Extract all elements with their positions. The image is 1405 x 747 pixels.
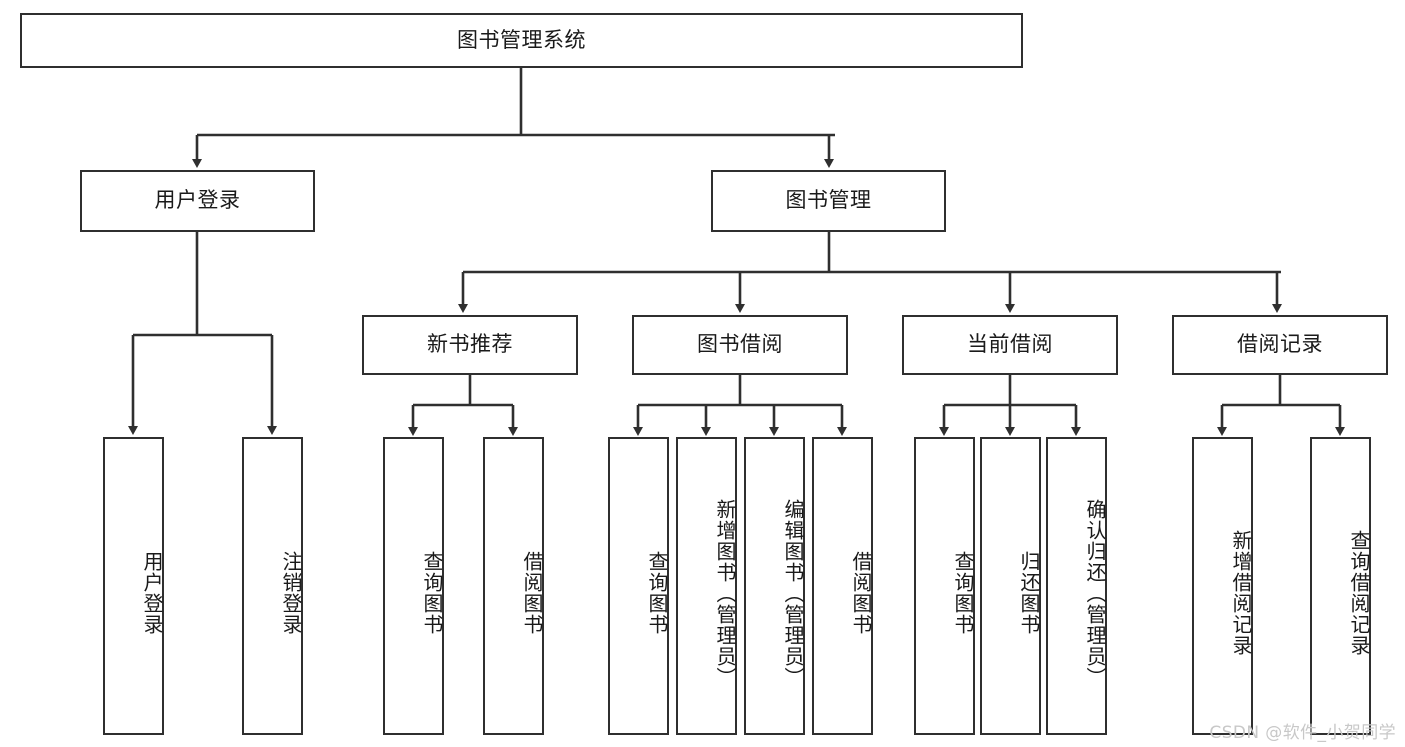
node-user-login[interactable]: 用户登录	[80, 170, 315, 232]
node-label: 确认归还（管理员）	[1083, 498, 1107, 688]
leaf-borrow-query-book[interactable]: 查询图书	[608, 437, 669, 735]
node-label: 用户登录	[154, 188, 241, 213]
node-label: 借阅图书	[520, 551, 544, 635]
node-label: 编辑图书（管理员）	[781, 498, 805, 688]
node-label: 注销登录	[279, 551, 303, 635]
leaf-current-return-book[interactable]: 归还图书	[980, 437, 1041, 735]
node-label: 查询借阅记录	[1347, 530, 1371, 656]
leaf-borrow-add-book-admin[interactable]: 新增图书（管理员）	[676, 437, 737, 735]
node-label: 借阅图书	[849, 551, 873, 635]
node-label: 借阅记录	[1237, 332, 1323, 357]
node-label: 图书管理系统	[457, 27, 586, 52]
leaf-user-login-logout[interactable]: 注销登录	[242, 437, 303, 735]
node-label: 当前借阅	[967, 332, 1053, 357]
leaf-new-book-query[interactable]: 查询图书	[383, 437, 444, 735]
node-label: 图书管理	[785, 188, 872, 213]
node-label: 归还图书	[1017, 551, 1041, 635]
leaf-new-book-borrow[interactable]: 借阅图书	[483, 437, 544, 735]
node-root-system[interactable]: 图书管理系统	[20, 13, 1023, 68]
leaf-current-query-book[interactable]: 查询图书	[914, 437, 975, 735]
node-label: 图书借阅	[697, 332, 783, 357]
csdn-watermark: CSDN @软件_小贺同学	[1209, 723, 1396, 743]
node-label: 查询图书	[645, 551, 669, 635]
leaf-user-login-login[interactable]: 用户登录	[103, 437, 164, 735]
node-label: 新增图书（管理员）	[713, 498, 737, 688]
node-label: 查询图书	[951, 551, 975, 635]
node-new-book-recommend[interactable]: 新书推荐	[362, 315, 578, 375]
leaf-borrow-borrow-book[interactable]: 借阅图书	[812, 437, 873, 735]
node-label: 用户登录	[140, 551, 164, 635]
node-label: 查询图书	[420, 551, 444, 635]
leaf-current-confirm-return-admin[interactable]: 确认归还（管理员）	[1046, 437, 1107, 735]
node-current-borrow[interactable]: 当前借阅	[902, 315, 1118, 375]
node-label: 新增借阅记录	[1229, 530, 1253, 656]
node-book-management[interactable]: 图书管理	[711, 170, 946, 232]
node-borrow-record[interactable]: 借阅记录	[1172, 315, 1388, 375]
node-book-borrow[interactable]: 图书借阅	[632, 315, 848, 375]
leaf-record-add-record[interactable]: 新增借阅记录	[1192, 437, 1253, 735]
node-label: 新书推荐	[427, 332, 513, 357]
leaf-record-query-record[interactable]: 查询借阅记录	[1310, 437, 1371, 735]
leaf-borrow-edit-book-admin[interactable]: 编辑图书（管理员）	[744, 437, 805, 735]
